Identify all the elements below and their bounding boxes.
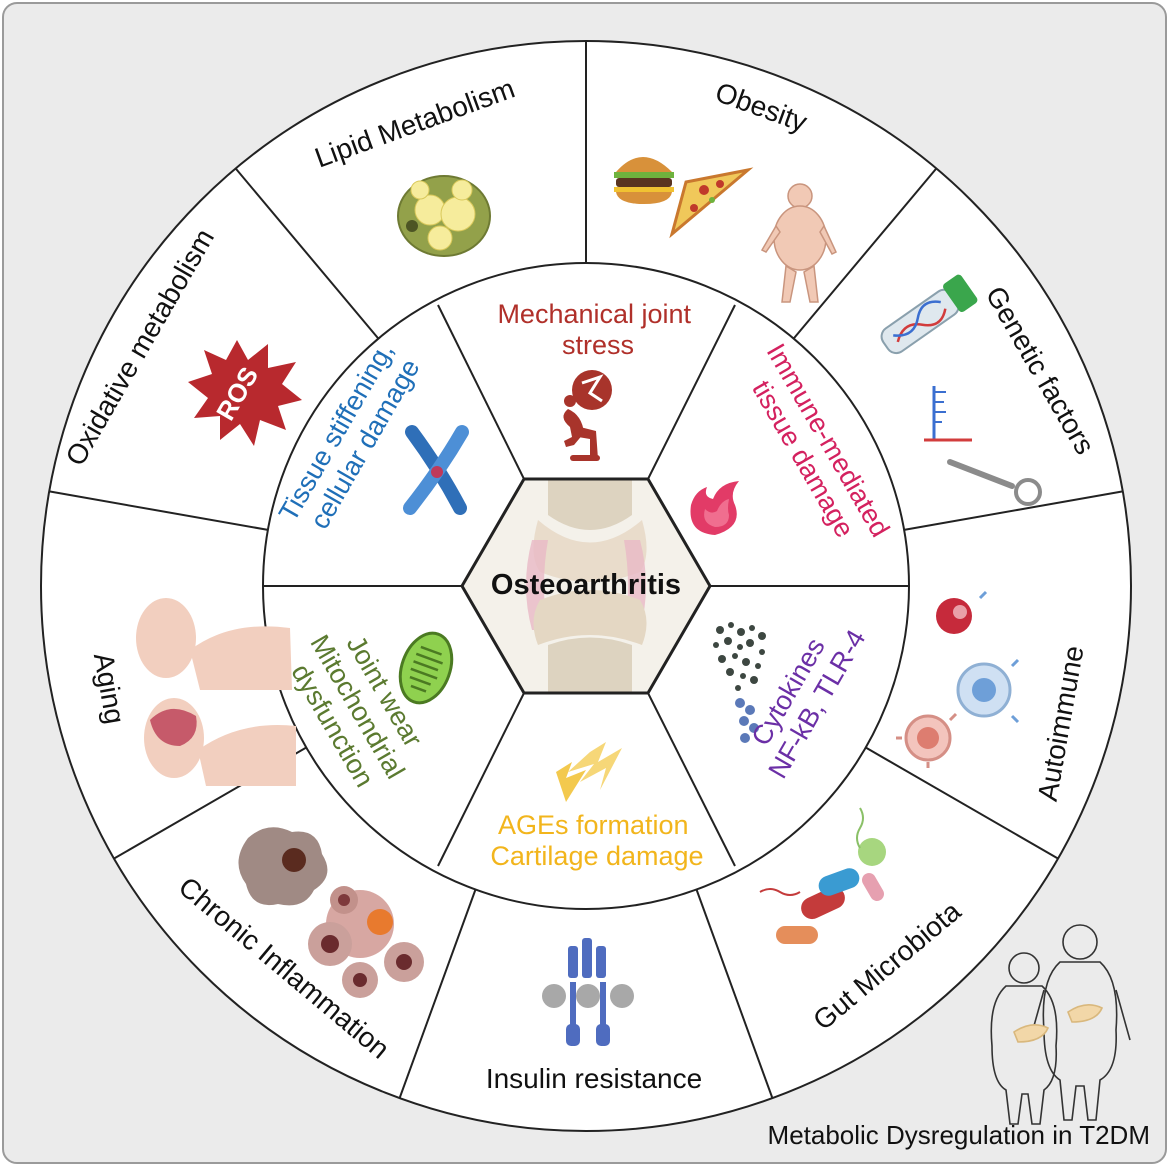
fast-food-icon bbox=[614, 157, 754, 239]
chromosome-icon bbox=[403, 425, 469, 515]
insulin-resistance-label: Insulin resistance bbox=[486, 1063, 702, 1094]
knee-joint-icon bbox=[460, 477, 712, 695]
weightlifter-icon bbox=[563, 370, 612, 461]
dna-tube-icon bbox=[880, 274, 978, 355]
center-label: Osteoarthritis bbox=[491, 569, 681, 601]
mechanical-stress-text: Mechanical joint stress bbox=[497, 299, 698, 360]
mechanical-stress-line-1: Mechanical joint bbox=[497, 299, 691, 329]
cytokines-icon bbox=[713, 622, 766, 743]
inflamed-cells-icon bbox=[238, 827, 424, 998]
ages-line-1: AGEs formation bbox=[498, 810, 689, 840]
outer-dividers bbox=[49, 41, 1123, 1099]
mechanical-stress-line-2: stress bbox=[562, 330, 634, 360]
insulin-receptor-icon bbox=[542, 938, 634, 1046]
t2dm-patients-icon bbox=[990, 924, 1131, 1125]
footer-caption: Metabolic Dysregulation in T2DM bbox=[768, 1120, 1150, 1150]
bacteria-icon bbox=[759, 807, 886, 944]
lightning-icon bbox=[556, 742, 622, 802]
inner-dividers bbox=[263, 304, 909, 867]
crispr-scissors-icon bbox=[924, 386, 1042, 506]
ages-line-2: Cartilage damage bbox=[490, 841, 703, 871]
immune-cells-icon bbox=[896, 590, 1020, 768]
aging-heads-icon bbox=[136, 598, 296, 786]
mitochondrion-icon bbox=[398, 631, 454, 705]
lipid-droplet-icon bbox=[397, 175, 491, 257]
obese-person-icon bbox=[760, 183, 837, 303]
flame-icon bbox=[690, 481, 739, 535]
ros-burst-icon: ROS bbox=[188, 340, 302, 446]
ages-text: AGEs formation Cartilage damage bbox=[490, 810, 703, 871]
